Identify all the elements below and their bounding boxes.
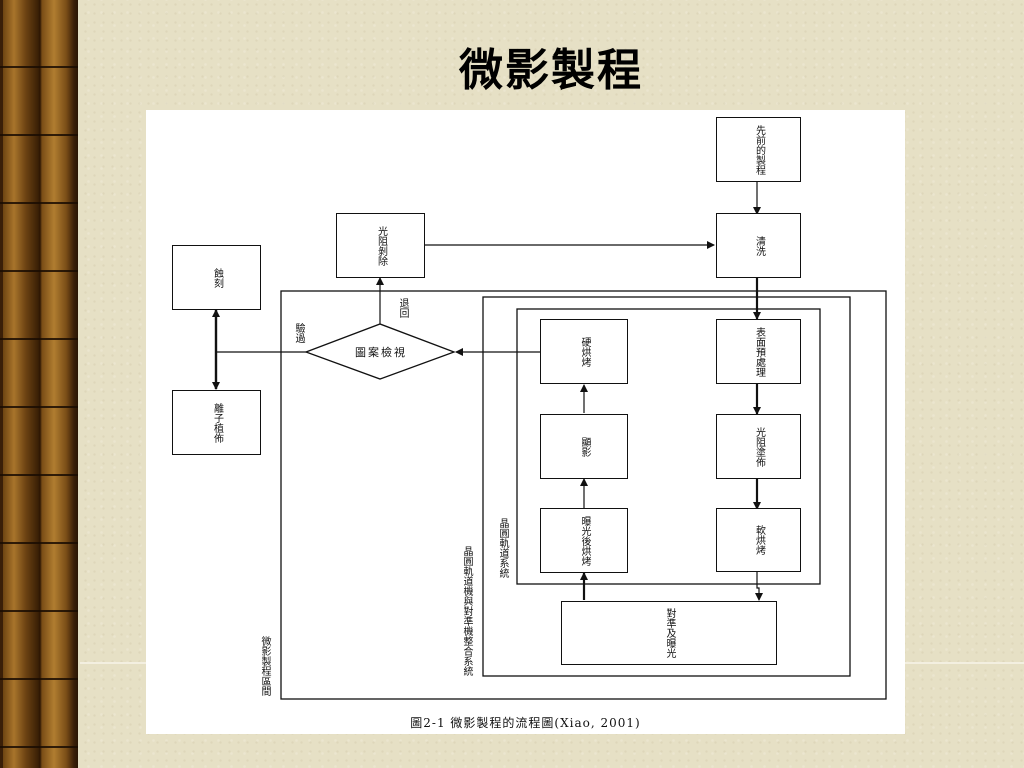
prior-process-label: 先前的製程: [753, 124, 765, 175]
develop-box: 顯影: [540, 414, 628, 479]
peb-label: 曝光後烘烤: [579, 515, 590, 566]
track-frame: [516, 308, 821, 585]
bay-frame: [280, 290, 887, 700]
ion-implant-label: 離子植佈: [211, 402, 223, 443]
hard-bake-box: 硬烘烤: [540, 319, 628, 384]
track-stepper-label: 晶圓軌道機與對準機整合系統: [461, 546, 472, 676]
pr-strip-label: 光阻剝除: [375, 225, 387, 266]
decorative-wood-spine: [0, 0, 78, 768]
clean-box: 清洗: [716, 213, 801, 278]
bay-label: 微影製程區間: [259, 636, 270, 696]
peb-box: 曝光後烘烤: [540, 508, 628, 573]
pr-strip-box: 光阻剝除: [336, 213, 425, 278]
decision-diamond: [304, 323, 456, 380]
surface-prep-label: 表面預處理: [753, 326, 765, 377]
develop-label: 顯影: [579, 436, 590, 457]
etch-box: 蝕刻: [172, 245, 261, 310]
clean-label: 清洗: [753, 235, 765, 256]
soft-bake-box: 軟烘烤: [716, 508, 801, 572]
surface-prep-box: 表面預處理: [716, 319, 801, 384]
track-stepper-frame: [482, 296, 851, 677]
flowchart-figure: 先前的製程 清洗 光阻剝除 蝕刻 離子植佈 硬烘烤 顯影 曝光後烘烤 表面預處理…: [146, 110, 905, 734]
flowchart-connectors: [212, 182, 887, 700]
prior-process-box: 先前的製程: [716, 117, 801, 182]
etch-label: 蝕刻: [211, 267, 223, 288]
align-expose-label: 對準及曝光: [664, 608, 675, 658]
slide-title: 微影製程: [459, 45, 643, 96]
arrow-softbake-to-align: [755, 572, 763, 601]
track-label: 晶圓軌道系統: [497, 518, 508, 578]
figure-caption: 圖2-1 微影製程的流程圖(Xiao, 2001): [410, 716, 641, 730]
pr-coat-label: 光阻塗佈: [753, 426, 765, 467]
decision-label: 圖案檢視: [355, 346, 407, 359]
align-expose-box: 對準及曝光: [561, 601, 777, 665]
pr-coat-box: 光阻塗佈: [716, 414, 801, 479]
reject-label: 退回: [397, 298, 408, 318]
ion-implant-box: 離子植佈: [172, 390, 261, 455]
pass-label: 驗過: [293, 323, 304, 343]
hard-bake-label: 硬烘烤: [579, 336, 590, 367]
soft-bake-label: 軟烘烤: [753, 525, 765, 555]
